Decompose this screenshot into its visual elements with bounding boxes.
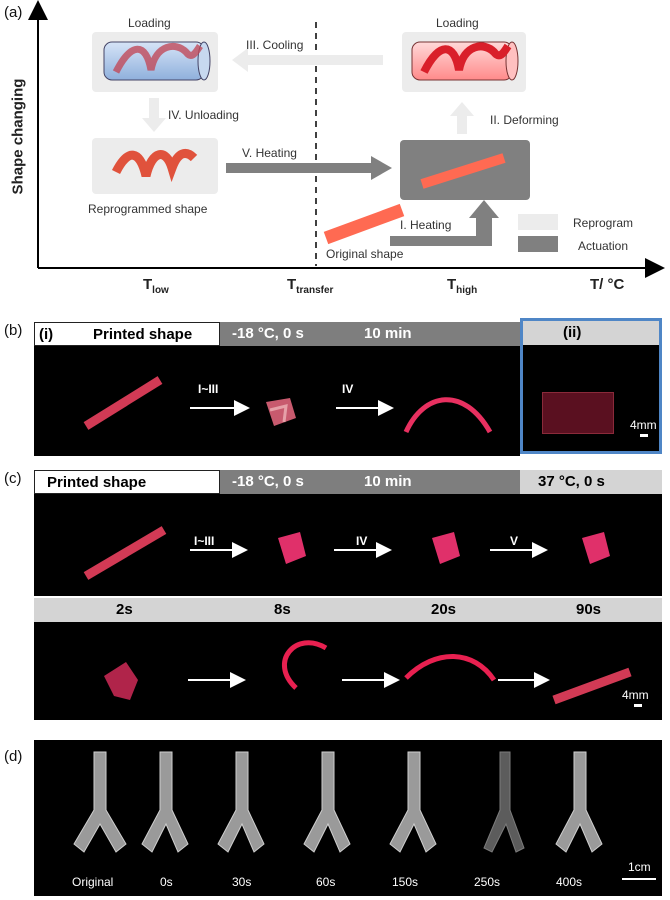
c-image-strip-2 bbox=[34, 622, 662, 720]
d-label-400s: 400s bbox=[556, 875, 583, 889]
reprogrammed-label: Reprogrammed shape bbox=[88, 202, 208, 216]
d-label-30s: 30s bbox=[232, 875, 252, 889]
c-temp1-label: -18 °C, 0 s bbox=[232, 473, 304, 490]
cooling-arrow bbox=[232, 48, 383, 72]
original-shape-image bbox=[323, 203, 405, 245]
d-scale-label: 1cm bbox=[628, 860, 651, 874]
c-arrow2-label: IV bbox=[356, 534, 368, 548]
heating-v-label: V. Heating bbox=[242, 146, 297, 160]
x-axis-title: T/ °C bbox=[590, 276, 625, 293]
loading-right-label: Loading bbox=[436, 16, 479, 30]
b-images bbox=[83, 376, 493, 434]
deforming-arrow bbox=[450, 102, 474, 134]
b-sub-i-label: (i) bbox=[39, 326, 54, 343]
c-arrow1-label: I~III bbox=[194, 534, 215, 548]
c-warm-header: 37 °C, 0 s bbox=[520, 470, 662, 494]
c-cold-header: -18 °C, 0 s 10 min bbox=[220, 470, 520, 494]
b-arrow2-label: IV bbox=[342, 382, 354, 396]
d-label-150s: 150s bbox=[392, 875, 419, 889]
unloading-arrow bbox=[142, 98, 166, 132]
b-sub-i-header: (i) Printed shape bbox=[34, 322, 220, 346]
original-label: Original shape bbox=[326, 247, 404, 261]
c-scale-label: 4mm bbox=[622, 688, 649, 702]
b-sub-ii-label: (ii) bbox=[563, 324, 582, 341]
reprogrammed-shape-image bbox=[111, 148, 198, 183]
c-images-row1 bbox=[83, 526, 610, 580]
b-time-label: 10 min bbox=[364, 325, 412, 342]
b-arrow1-label: I~III bbox=[198, 382, 219, 396]
c-printed-header: Printed shape bbox=[34, 470, 220, 494]
cooling-label: III. Cooling bbox=[246, 38, 304, 52]
c-temp2-label: 37 °C, 0 s bbox=[538, 473, 605, 490]
tick-t-low: Tlow bbox=[143, 276, 169, 296]
strip-in-box-image bbox=[420, 153, 506, 189]
axes bbox=[28, 0, 665, 278]
legend-reprogram-swatch bbox=[518, 214, 558, 230]
d-label-original: Original bbox=[72, 875, 114, 889]
tick-t-transfer: Ttransfer bbox=[287, 276, 334, 296]
legend-actuation-label: Actuation bbox=[578, 239, 629, 253]
heating-i-label: I. Heating bbox=[400, 218, 452, 232]
panel-a-label: (a) bbox=[4, 4, 23, 21]
hot-tube-image bbox=[411, 41, 519, 81]
c-time-label: 10 min bbox=[364, 473, 412, 490]
c-time-20s: 20s bbox=[431, 601, 457, 618]
c-printed-label: Printed shape bbox=[47, 474, 147, 491]
d-label-60s: 60s bbox=[316, 875, 336, 889]
c-time-90s: 90s bbox=[576, 601, 602, 618]
b-temp-label: -18 °C, 0 s bbox=[232, 325, 304, 342]
d-scale-bar bbox=[622, 878, 656, 880]
c-time-8s: 8s bbox=[274, 601, 291, 618]
heating-i-arrow bbox=[390, 200, 499, 246]
deforming-label: II. Deforming bbox=[490, 113, 559, 127]
b-scale-label: 4mm bbox=[630, 418, 657, 432]
tick-t-high: Thigh bbox=[447, 276, 478, 296]
panel-b-label: (b) bbox=[4, 322, 23, 339]
unloading-label: IV. Unloading bbox=[168, 108, 239, 122]
c-arrow3-label: V bbox=[510, 534, 519, 548]
d-image-strip bbox=[34, 740, 662, 896]
loading-left-label: Loading bbox=[128, 16, 171, 30]
d-label-0s: 0s bbox=[160, 875, 173, 889]
legend-reprogram-label: Reprogram bbox=[573, 216, 634, 230]
heating-v-arrow bbox=[226, 156, 392, 180]
reprogrammed-box bbox=[92, 138, 218, 194]
cold-tube-image bbox=[103, 41, 211, 81]
b-printed-label: Printed shape bbox=[93, 326, 193, 343]
c-time-2s: 2s bbox=[116, 601, 133, 618]
b-ii-sample-image bbox=[542, 392, 614, 434]
b-sub-ii-header: (ii) bbox=[523, 321, 659, 345]
panel-d-label: (d) bbox=[4, 748, 23, 765]
y-axis-title: Shape changing bbox=[9, 78, 27, 195]
d-label-250s: 250s bbox=[474, 875, 501, 889]
c-images-row2 bbox=[104, 640, 632, 705]
b-scale-bar bbox=[640, 434, 648, 437]
c-time-header-bar bbox=[34, 598, 662, 622]
d-tubes bbox=[73, 751, 603, 853]
b-cold-header: -18 °C, 0 s 10 min bbox=[220, 322, 520, 346]
panel-c-label: (c) bbox=[4, 470, 22, 487]
c-scale-bar bbox=[634, 704, 642, 707]
legend-actuation-swatch bbox=[518, 236, 558, 252]
